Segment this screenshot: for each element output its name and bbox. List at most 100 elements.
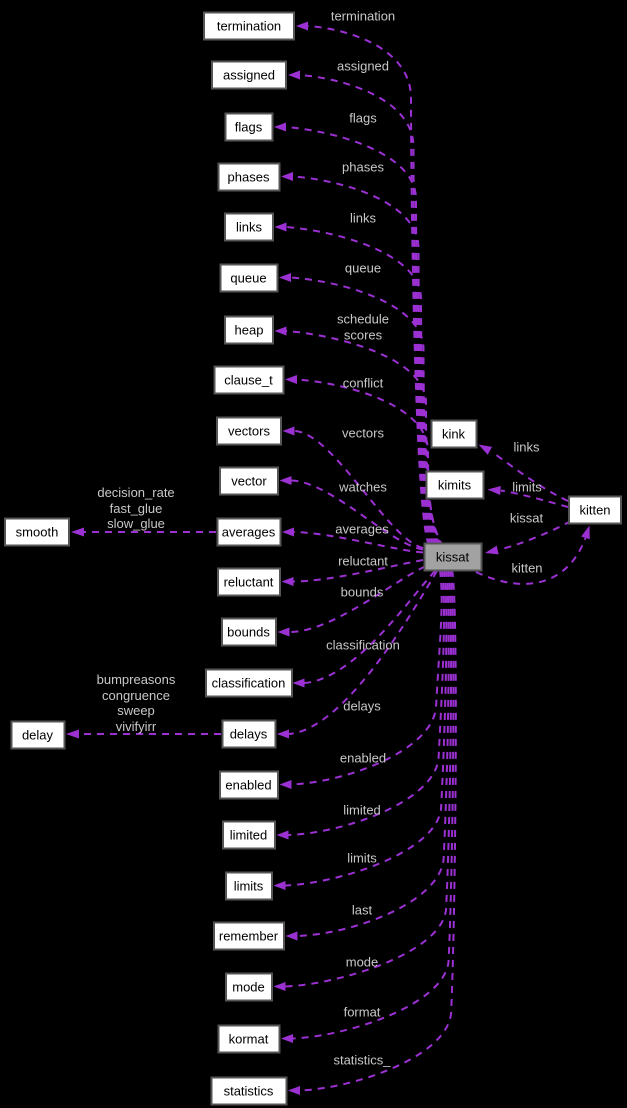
- edge-label-queue: queue: [344, 260, 382, 276]
- edge-kissat-heap: [274, 326, 442, 547]
- node-classification[interactable]: classification: [204, 668, 293, 698]
- edge-kissat-queue: [279, 273, 440, 546]
- node-assigned[interactable]: assigned: [211, 60, 287, 90]
- arrowhead-kissat: [485, 545, 499, 555]
- edge-kissat-assigned: [288, 70, 432, 546]
- arrowhead-reluctant: [281, 577, 294, 586]
- edge-averages-smooth: [71, 527, 216, 537]
- node-vector[interactable]: vector: [219, 466, 279, 495]
- edge-label-delays: delays: [343, 698, 381, 714]
- edge-label-format: format: [343, 1004, 381, 1020]
- arrowhead-mode: [273, 982, 286, 991]
- edge-label-kink-links: links: [513, 439, 540, 455]
- edge-label-termination: termination: [330, 8, 396, 24]
- arrowhead-classification: [292, 678, 305, 688]
- arrowhead-statistics: [288, 1086, 300, 1095]
- edge-label-averages: averages: [335, 521, 389, 537]
- edge-kissat-bounds: [277, 565, 426, 637]
- edge-kissat-kitten: [475, 525, 590, 585]
- edge-label-kimits-limits: limits: [512, 479, 542, 495]
- node-smooth[interactable]: smooth: [4, 517, 70, 547]
- arrowhead-phases: [281, 172, 293, 181]
- node-links[interactable]: links: [224, 212, 274, 242]
- edge-label-statistics: statistics_: [333, 1052, 391, 1068]
- arrowhead-kink: [478, 444, 493, 455]
- edge-kissat-remember: [285, 569, 450, 941]
- edge-label-limited: limited: [343, 802, 381, 818]
- node-delays[interactable]: delays: [221, 719, 276, 749]
- arrowhead-vector: [279, 476, 292, 485]
- arrowhead-vectors: [282, 426, 295, 436]
- edge-kissat-averages: [282, 527, 424, 554]
- node-remember[interactable]: remember: [212, 921, 285, 951]
- arrowhead-heap: [274, 326, 287, 336]
- node-kissat[interactable]: kissat: [423, 542, 482, 572]
- node-delay[interactable]: delay: [10, 720, 65, 749]
- edge-kissat-termination: [296, 21, 430, 546]
- node-queue[interactable]: queue: [219, 263, 278, 292]
- edge-label-delay-fields: bumpreasons congruence sweep vivifyirr: [96, 672, 176, 734]
- arrowhead-delays: [277, 729, 289, 739]
- edge-label-bounds: bounds: [340, 584, 384, 600]
- arrowhead-limited: [276, 830, 289, 840]
- edge-label-kissat: kissat: [509, 510, 544, 526]
- edge-kissat-delays: [277, 570, 438, 739]
- edge-kitten-kissat: [485, 520, 572, 555]
- node-phases[interactable]: phases: [217, 162, 280, 191]
- arrowhead-limits: [273, 881, 286, 890]
- edge-kissat-statistics: [288, 569, 457, 1095]
- node-enabled[interactable]: enabled: [218, 770, 279, 799]
- arrowhead-queue: [279, 273, 291, 282]
- edge-kissat-flags: [274, 122, 434, 546]
- node-kormat[interactable]: kormat: [217, 1024, 280, 1053]
- arrowhead-averages: [282, 527, 294, 537]
- edge-kissat-reluctant: [281, 559, 424, 586]
- node-averages[interactable]: averages: [216, 517, 281, 547]
- edge-kitten-kimits: [487, 486, 569, 508]
- node-kimits[interactable]: kimits: [425, 470, 484, 500]
- edge-label-classification: classification: [326, 637, 400, 653]
- node-kink[interactable]: kink: [430, 419, 477, 448]
- arrowhead-kitten: [581, 525, 590, 540]
- edge-label-links: links: [349, 210, 377, 226]
- edge-label-flags: flags: [349, 110, 377, 126]
- edge-kissat-vectors: [282, 426, 424, 549]
- node-clause_t[interactable]: clause_t: [213, 365, 284, 394]
- arrowhead-smooth: [71, 527, 84, 537]
- edge-kissat-vector: [279, 476, 424, 551]
- arrowhead-remember: [285, 931, 298, 941]
- edge-delays-delay: [66, 729, 221, 739]
- edge-label-schedule-scores: schedule scores: [336, 311, 390, 343]
- node-flags[interactable]: flags: [224, 112, 273, 142]
- node-heap[interactable]: heap: [224, 315, 274, 344]
- edge-kissat-limits: [273, 569, 448, 890]
- arrowhead-flags: [274, 122, 286, 132]
- node-kitten[interactable]: kitten: [568, 495, 622, 524]
- edge-kissat-classification: [292, 570, 436, 688]
- arrowhead-kimits: [487, 486, 501, 495]
- node-limited[interactable]: limited: [221, 820, 276, 850]
- edge-label-limits: limits: [347, 850, 377, 866]
- edge-label-enabled: enabled: [339, 750, 387, 766]
- node-reluctant[interactable]: reluctant: [216, 567, 281, 596]
- edge-label-last: last: [351, 902, 373, 918]
- arrowhead-termination: [296, 21, 308, 31]
- node-termination[interactable]: termination: [203, 11, 295, 41]
- node-limits[interactable]: limits: [224, 871, 273, 900]
- node-bounds[interactable]: bounds: [220, 617, 277, 647]
- arrowhead-assigned: [288, 70, 300, 80]
- edge-label-vectors: vectors: [342, 425, 384, 441]
- node-mode[interactable]: mode: [224, 972, 273, 1001]
- edge-kissat-clause_t: [285, 375, 444, 548]
- node-vectors[interactable]: vectors: [216, 416, 282, 446]
- edge-label-mode: mode: [345, 954, 379, 970]
- edge-label-conflict: conflict: [342, 375, 384, 391]
- edge-kissat-enabled: [279, 569, 443, 789]
- edge-label-phases: phases: [342, 159, 384, 175]
- edge-label-kitten: kitten: [511, 560, 543, 576]
- node-statistics[interactable]: statistics: [210, 1076, 287, 1105]
- arrowhead-links: [274, 222, 287, 232]
- arrowhead-enabled: [279, 780, 292, 789]
